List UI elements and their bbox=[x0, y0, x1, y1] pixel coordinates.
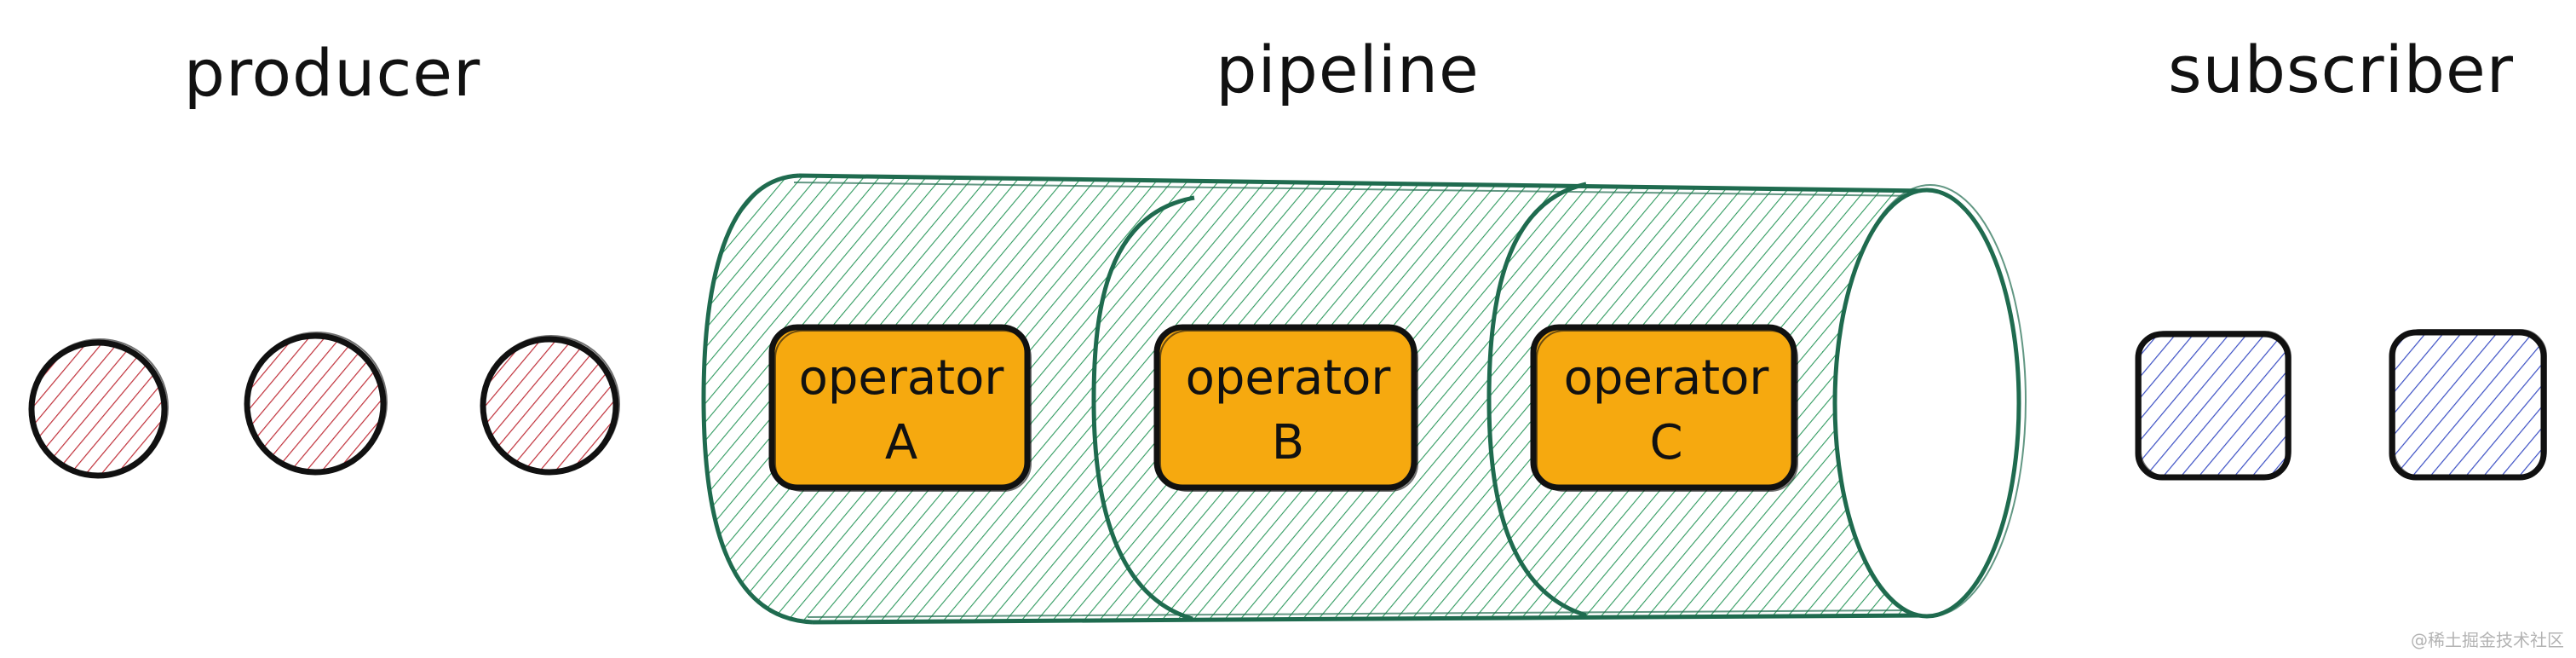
operator-a: operator A bbox=[768, 324, 1032, 492]
operator-a-label: operator bbox=[799, 350, 1005, 406]
pipeline-outline bbox=[701, 173, 1928, 625]
pipeline-outline-sketch bbox=[793, 182, 1923, 618]
operator-c-label: operator bbox=[1564, 350, 1770, 406]
subscriber-items bbox=[2135, 329, 2547, 481]
pipeline-opening-sketch bbox=[1834, 184, 2027, 617]
pipeline-segment-1 bbox=[1091, 195, 1195, 621]
subscriber-label: subscriber bbox=[2168, 32, 2514, 107]
watermark: @稀土掘金技术社区 bbox=[2411, 630, 2564, 650]
operator-c: operator C bbox=[1530, 324, 1798, 492]
subscriber-item-1 bbox=[2135, 331, 2291, 481]
operator-c-letter: C bbox=[1649, 415, 1682, 470]
operator-b-label: operator bbox=[1186, 350, 1392, 406]
producer-item-1 bbox=[28, 338, 169, 479]
operator-a-letter: A bbox=[885, 415, 917, 470]
pipeline-label: pipeline bbox=[1216, 32, 1480, 107]
producer-item-3 bbox=[480, 335, 620, 476]
producer-label: producer bbox=[184, 35, 481, 111]
pipeline-segment-2 bbox=[1486, 182, 1587, 618]
operator-b-letter: B bbox=[1272, 415, 1304, 470]
producer-items bbox=[28, 332, 620, 479]
producer-item-2 bbox=[244, 332, 388, 476]
subscriber-item-2 bbox=[2389, 329, 2547, 481]
operator-b: operator B bbox=[1153, 324, 1418, 492]
